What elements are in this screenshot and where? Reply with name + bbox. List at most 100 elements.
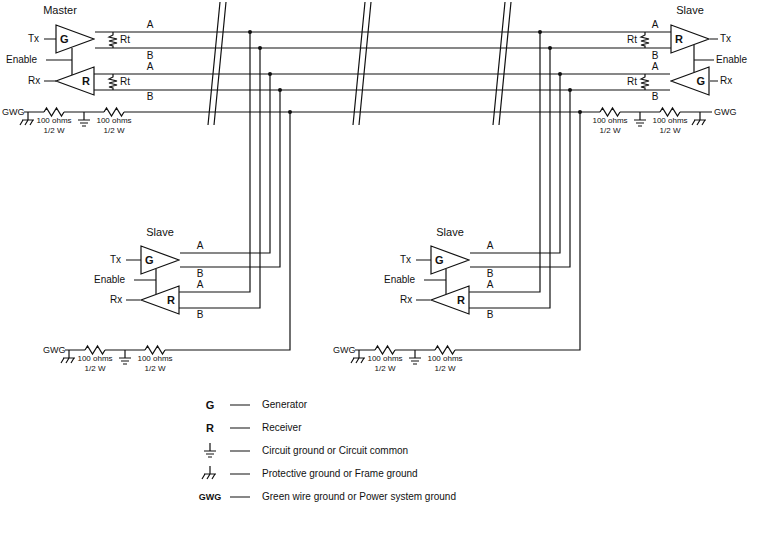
right-triangle-amplifier: G — [140, 245, 180, 275]
resistor-value: 100 ohms — [427, 355, 462, 363]
resistor-value: 100 ohms — [592, 117, 627, 125]
break-marks — [208, 2, 511, 125]
signal-name: Rx — [110, 295, 122, 305]
triangle-shape — [671, 67, 709, 95]
right-triangle-amplifier: G — [430, 245, 470, 275]
signal-name: Enable — [6, 55, 37, 65]
left-triangle-amplifier: R — [430, 285, 470, 315]
legend-text: Circuit ground or Circuit common — [262, 446, 408, 456]
legend-text: Protective ground or Frame ground — [262, 469, 418, 479]
junction-dot — [268, 72, 272, 76]
ground-label: GWG — [714, 108, 737, 117]
ground-label: GWG — [333, 346, 356, 355]
resistor-value: 1/2 W — [600, 127, 621, 135]
line-name: A — [652, 62, 659, 72]
legend-key: R — [206, 423, 214, 434]
amplifier-letter: R — [82, 76, 90, 87]
signal-name: Tx — [400, 255, 411, 265]
resistor-value: 1/2 W — [44, 127, 65, 135]
circuit-ground-symbol — [204, 443, 216, 457]
junction-dot — [278, 88, 282, 92]
junction-dot — [258, 46, 262, 50]
legend-text: Green wire ground or Power system ground — [262, 492, 456, 502]
line-name: A — [147, 20, 154, 30]
triangle-shape — [56, 25, 94, 53]
resistor-value: 100 ohms — [96, 117, 131, 125]
resistor-value: 100 ohms — [36, 117, 71, 125]
line-name: A — [197, 241, 204, 251]
line-name: A — [147, 62, 154, 72]
amplifier-letter: G — [145, 255, 154, 266]
left-triangle-amplifier: R — [140, 285, 180, 315]
triangle-shape — [431, 286, 469, 314]
signal-name: Enable — [384, 275, 415, 285]
junction-dot — [248, 30, 252, 34]
triangle-shape — [431, 246, 469, 274]
terminator-label: Rt — [120, 35, 130, 45]
amplifier-letter: G — [435, 255, 444, 266]
signal-name: Enable — [94, 275, 125, 285]
amplifier-letter: G — [60, 34, 69, 45]
legend-key: GWG — [199, 493, 222, 502]
line-name: B — [487, 269, 494, 279]
slave-wires — [65, 32, 290, 350]
resistor-value: 1/2 W — [375, 365, 396, 373]
line-name: A — [197, 280, 204, 290]
slave-wires — [620, 39, 718, 112]
resistor-value: 100 ohms — [137, 355, 172, 363]
triangle-shape — [141, 286, 179, 314]
junction-dot — [568, 88, 572, 92]
legend-dashes — [230, 405, 250, 497]
amplifier-letter: R — [167, 295, 175, 306]
resistor-value: 1/2 W — [85, 365, 106, 373]
terminating-resistor — [641, 32, 649, 90]
terminator-label: Rt — [120, 77, 130, 87]
station-name: Master — [43, 5, 77, 16]
wiring — [20, 2, 718, 497]
junction-dot — [288, 110, 292, 114]
left-triangle-amplifier: G — [670, 66, 710, 96]
junction-dot — [558, 72, 562, 76]
left-triangle-amplifier: R — [55, 66, 95, 96]
junction-dot — [548, 46, 552, 50]
legend-text: Generator — [262, 400, 307, 410]
resistor-value: 1/2 W — [104, 127, 125, 135]
triangle-shape — [141, 246, 179, 274]
ground-label: GWG — [43, 346, 66, 355]
amplifier-letter: R — [675, 34, 683, 45]
line-name: A — [652, 20, 659, 30]
resistor-value: 100 ohms — [367, 355, 402, 363]
line-name: B — [147, 51, 154, 61]
slave-wires — [355, 32, 580, 350]
protective-ground-symbol — [692, 112, 706, 125]
signal-name: Tx — [110, 255, 121, 265]
legend-key: G — [206, 400, 215, 411]
line-name: A — [487, 280, 494, 290]
resistor-value: 1/2 W — [660, 127, 681, 135]
right-triangle-amplifier: R — [670, 24, 710, 54]
line-name: B — [487, 310, 494, 320]
amplifier-letter: G — [696, 76, 705, 87]
signal-name: Enable — [716, 55, 747, 65]
terminator-label: Rt — [627, 35, 637, 45]
junction-dot — [578, 110, 582, 114]
junction-dot — [538, 30, 542, 34]
resistor-value: 1/2 W — [435, 365, 456, 373]
station-name: Slave — [146, 227, 174, 238]
terminating-resistor — [109, 32, 117, 90]
ground-label: GWG — [2, 108, 25, 117]
resistor-value: 100 ohms — [77, 355, 112, 363]
right-triangle-amplifier: G — [55, 24, 95, 54]
signal-name: Tx — [720, 34, 731, 44]
signal-name: Tx — [28, 34, 39, 44]
line-name: B — [652, 92, 659, 102]
triangle-shape — [56, 67, 94, 95]
amplifier-letter: R — [457, 295, 465, 306]
circuit-ground-symbol — [634, 112, 646, 126]
line-name: B — [197, 310, 204, 320]
circuit-ground-symbol — [119, 350, 131, 364]
resistor-value: 100 ohms — [652, 117, 687, 125]
protective-ground-symbol — [202, 466, 216, 479]
